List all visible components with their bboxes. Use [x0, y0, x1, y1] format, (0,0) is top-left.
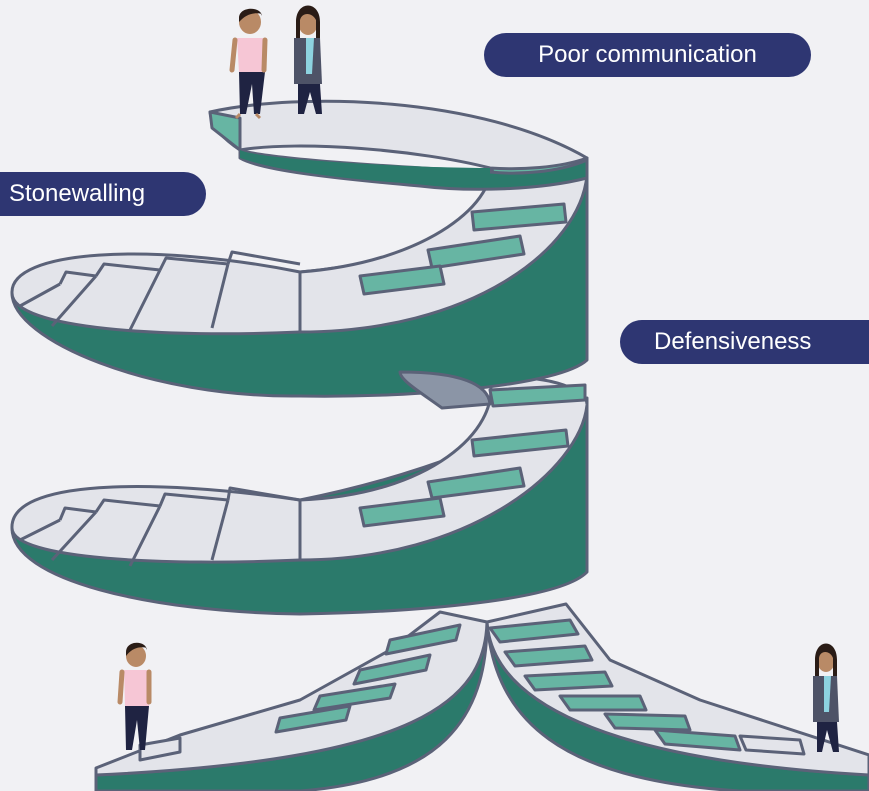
- label-stonewalling: Stonewalling: [0, 172, 206, 216]
- label-defensiveness-text: Defensiveness: [654, 328, 812, 355]
- person-woman-pink-icon: [229, 8, 268, 120]
- person-woman-jacket-icon: [294, 5, 322, 114]
- person-woman-pink-icon: [117, 642, 152, 750]
- label-poor-communication-text: Poor communication: [538, 41, 757, 68]
- label-stonewalling-text: Stonewalling: [9, 180, 146, 207]
- label-poor-communication: Poor communication: [484, 33, 811, 77]
- staircase-upper-loop: [10, 155, 589, 410]
- staircase-branch-left: [94, 610, 489, 791]
- label-defensiveness: Defensiveness: [620, 320, 869, 364]
- staircase-lower-loop: [10, 376, 589, 616]
- person-woman-jacket-icon: [813, 643, 839, 752]
- staircase-top-arc: [208, 99, 589, 191]
- staircase-branch-right: [485, 602, 869, 791]
